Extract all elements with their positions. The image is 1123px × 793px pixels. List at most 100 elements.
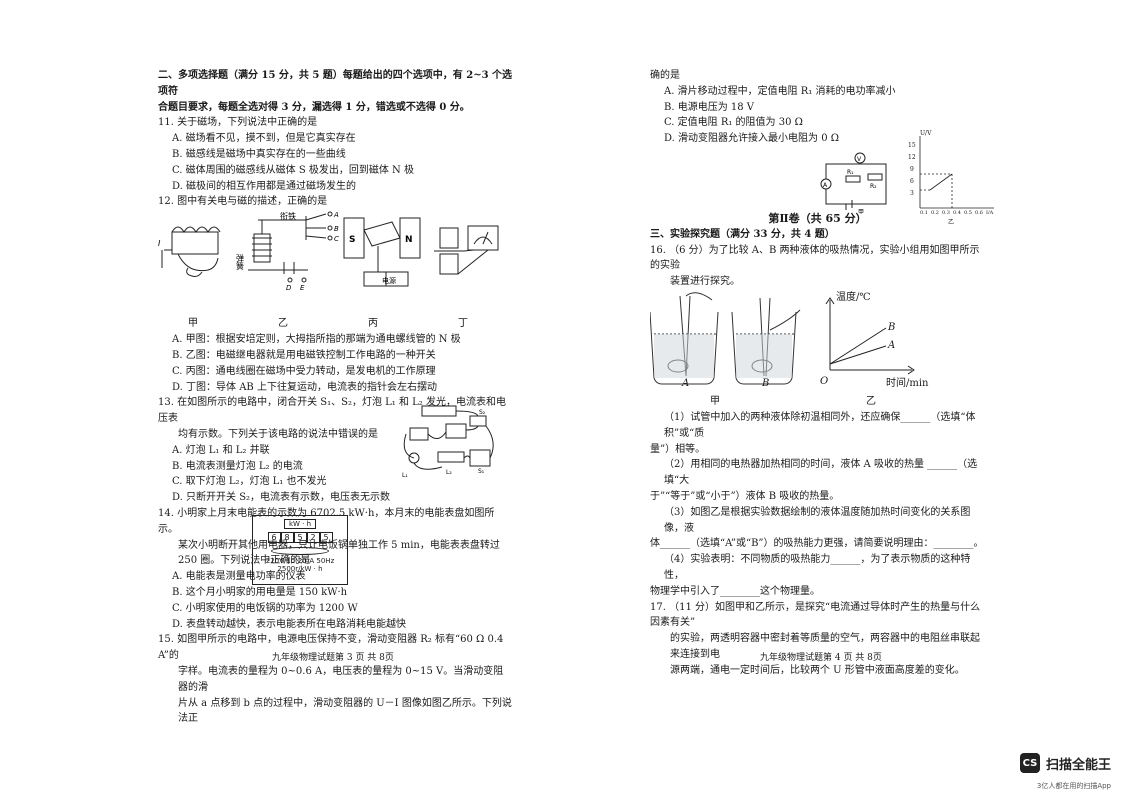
q16-figure-drawing (650, 292, 915, 385)
svg-text:L₂: L₂ (446, 469, 452, 476)
q15-stem-2: 字样。电流表的量程为 0~0.6 A，电压表的量程为 0~15 V。当滑动变阻器… (178, 665, 504, 693)
q13-option-c: C. 取下灯泡 L₂，灯泡 L₁ 也不发光 (172, 476, 327, 488)
q16-graph-ylabel: 温度/℃ (836, 291, 871, 303)
meter-digit: 8 (280, 532, 294, 543)
q16-label-yi: 乙 (866, 395, 876, 407)
q12-stem: 12. 图中有关电与磁的描述，正确的是 (158, 196, 328, 208)
left-column: 二、多项选择题（满分 15 分，共 5 题）每题给出的四个选项中，有 2~3 个… (158, 68, 513, 727)
q15-ui-graph-axes (919, 136, 994, 209)
q13-option-b: B. 电流表测量灯泡 L₂ 的电流 (172, 460, 303, 472)
q16-stem-2: 装置进行探究。 (670, 276, 740, 288)
q15-circuit: A V R₁ R₂ 甲 (820, 152, 887, 214)
svg-text:S₂: S₂ (479, 409, 486, 416)
q14-energy-meter: kW · h 6 8 5 2 5 220V 10(20)A 50Hz 2500r… (252, 515, 348, 585)
right-column: 确的是 A. 滑片移动过程中，定值电阻 R₁ 消耗的电功率减小 B. 电源电压为… (650, 68, 985, 679)
right-page-footer: 九年级物理试题第 4 页 共 8页 (760, 653, 882, 663)
q12-iron-label: 衔铁 (280, 211, 296, 221)
q16-stem: 16. （6 分）为了比较 A、B 两种液体的吸热情况，实验小组用如图甲所示的实… (650, 244, 980, 272)
q15-graph-xtick: 0.5 (964, 210, 972, 216)
q12-label-jia: 甲 (188, 318, 198, 330)
camscanner-icon: CS (1019, 753, 1040, 773)
q15-stem: 15. 如图甲所示的电路中，电源电压保持不变，滑动变阻器 R₂ 标有“60 Ω … (158, 634, 504, 662)
q16-line-b-label: B (888, 321, 896, 333)
svg-text:R₁: R₁ (847, 169, 854, 176)
q17-stem: 17. （11 分）如图甲和乙所示，是探究“电流通过导体时产生的热量与什么因素有… (650, 601, 981, 629)
q16-part1: （1）试管中加入的两种液体除初温相同外，还应确保______（选填“体积”或“质 (664, 411, 976, 439)
q17-stem-2: 的实验，两透明容器中密封着等质量的空气，两容器中的电阻丝串联起来连接到电 (670, 633, 980, 660)
q15-stem-3: 片从 a 点移到 b 点的过程中，滑动变阻器的 U－I 图像如图乙所示。下列说法… (178, 697, 512, 725)
meter-constant: 2500r/kW · h (277, 565, 323, 573)
meter-unit: kW · h (284, 519, 316, 529)
camscanner-logo: CS 扫描全能王 (1019, 753, 1111, 773)
q11-option-b: B. 磁感线是磁场中真实存在的一些曲线 (172, 148, 346, 160)
q16-figure: A B 甲 温度/℃ B A O 乙 时间/min (650, 290, 985, 410)
q14-stem-3: 250 圈。下列说法中正确的是 (178, 555, 311, 567)
svg-text:N: N (405, 235, 413, 245)
q11-option-d: D. 磁极间的相互作用都是通过磁场发生的 (172, 180, 357, 192)
q15-option-d: D. 滑动变阻器允许接入最小电阻为 0 Ω (664, 133, 840, 145)
q15-option-a: A. 滑片移动过程中，定值电阻 R₁ 消耗的电功率减小 (664, 85, 896, 97)
q15-graph-ytick: 3 (910, 190, 914, 197)
q15-option-b: B. 电源电压为 18 V (664, 101, 755, 113)
q15-continued: 确的是 (650, 70, 680, 81)
q16-beaker-a-label: A (682, 377, 690, 389)
q16-line-a-label: A (888, 339, 896, 351)
q16-part1b: 量”）相等。 (650, 443, 706, 455)
left-page-footer: 九年级物理试题第 3 页 共 8页 (272, 653, 394, 663)
q13-option-d: D. 只断开开关 S₂，电流表有示数，电压表无示数 (172, 492, 391, 504)
q12-label-ding: 丁 (458, 318, 468, 330)
meter-digit: 6 (267, 532, 281, 543)
q11-option-a: A. 磁场看不见，摸不到，但是它真实存在 (172, 133, 356, 145)
svg-text:S: S (349, 235, 355, 245)
q16-part2: （2）用相同的电热器加热相同的时间，液体 A 吸收的热量 ______（选填“大 (664, 459, 978, 487)
q15-graph-ytick: 6 (910, 178, 914, 185)
q16-graph-xlabel: 时间/min (886, 377, 929, 389)
svg-text:L₁: L₁ (402, 472, 408, 479)
svg-text:C: C (334, 235, 339, 243)
svg-text:B: B (334, 225, 339, 233)
q15-graph-xtick: 0.2 (931, 210, 939, 216)
svg-text:D: D (286, 284, 292, 292)
svg-text:S₁: S₁ (478, 468, 485, 475)
q12-label-yi: 乙 (278, 318, 288, 330)
camscanner-tagline: 3亿人都在用的扫描App (1036, 782, 1111, 790)
q15-graph-ytick: 9 (910, 166, 914, 173)
q16-line-a (829, 345, 887, 365)
q14-stem: 14. 小明家上月末电能表的示数为 6702.5 kW·h，本月末的电能表盘如图… (158, 507, 495, 535)
q12-spring-label: 弹簧 (236, 253, 245, 271)
q13-circuit-figure: S₂ S₁ L₁ L₂ (402, 405, 494, 479)
q14-option-d: D. 表盘转动越快，表示电能表所在电路消耗电能越快 (172, 618, 407, 630)
q15-graph-ytick: 12 (908, 154, 916, 161)
section2-heading: 二、多项选择题（满分 15 分，共 5 题）每题给出的四个选项中，有 2~3 个… (158, 70, 513, 97)
meter-rating: 220V 10(20)A 50Hz (265, 557, 335, 565)
q14-option-c: C. 小明家使用的电饭锅的功率为 1200 W (172, 602, 358, 614)
q12-option-a: A. 甲图：根据安培定则，大拇指所指的那端为通电螺线管的 N 极 (172, 334, 461, 346)
q15-ui-graph: U/V 15 12 9 6 3 0.1 0.2 0.3 0.4 0.5 0.6 … (908, 130, 998, 226)
svg-text:V: V (857, 156, 862, 163)
q13-stem: 13. 在如图所示的电路中，闭合开关 S₁、S₂，灯泡 L₁ 和 L₂ 发光，电… (158, 397, 506, 425)
svg-text:E: E (300, 284, 305, 292)
q15-graph-ylabel: U/V (920, 130, 932, 137)
svg-text:I: I (158, 239, 161, 248)
q16-part2b: 于”“等于”或“小于”）液体 B 吸收的热量。 (650, 490, 840, 502)
q13-option-a: A. 灯泡 L₁ 和 L₂ 并联 (172, 444, 270, 456)
q12-option-c: C. 丙图：通电线圈在磁场中受力转动，是发电机的工作原理 (172, 365, 436, 377)
meter-digits: 6 8 5 2 5 (253, 532, 347, 543)
q16-part4: （4）实验表明：不同物质的吸热能力______，为了表示物质的这种特性， (664, 554, 971, 581)
q11-option-c: C. 磁体周围的磁感线从磁体 S 极发出，回到磁体 N 极 (172, 164, 414, 176)
q15-circuit-label: 甲 (858, 209, 864, 214)
q13-stem-2: 均有示数。下列关于该电路的说法中错误的是 (178, 428, 378, 440)
q12-figure-drawing: I (158, 211, 499, 292)
q14-stem-2: 某次小明断开其他用电器，只让电饭锅单独工作 5 min，电能表表盘转过 (178, 539, 500, 551)
meter-digit: 5 (319, 532, 333, 543)
q16-beaker-b-label: B (762, 377, 770, 389)
svg-text:A: A (823, 182, 828, 189)
q14-option-b: B. 这个月小明家的用电量是 150 kW·h (172, 586, 348, 598)
meter-digit: 5 (293, 532, 307, 543)
q14-option-a: A. 电能表是测量电功率的仪表 (172, 571, 306, 583)
q16-part3b: 体______（选填“A”或“B”）的吸热能力更强，请简要说明理由：______… (650, 538, 984, 550)
q12-option-b: B. 乙图：电磁继电器就是用电磁铁控制工作电路的一种开关 (172, 349, 436, 361)
meter-digit: 2 (306, 532, 320, 543)
part2-title: 第Ⅱ卷（共 65 分） (768, 211, 867, 225)
section2-heading-2: 合题目要求，每题全选对得 3 分，漏选得 1 分，错选或不选得 0 分。 (158, 101, 470, 113)
